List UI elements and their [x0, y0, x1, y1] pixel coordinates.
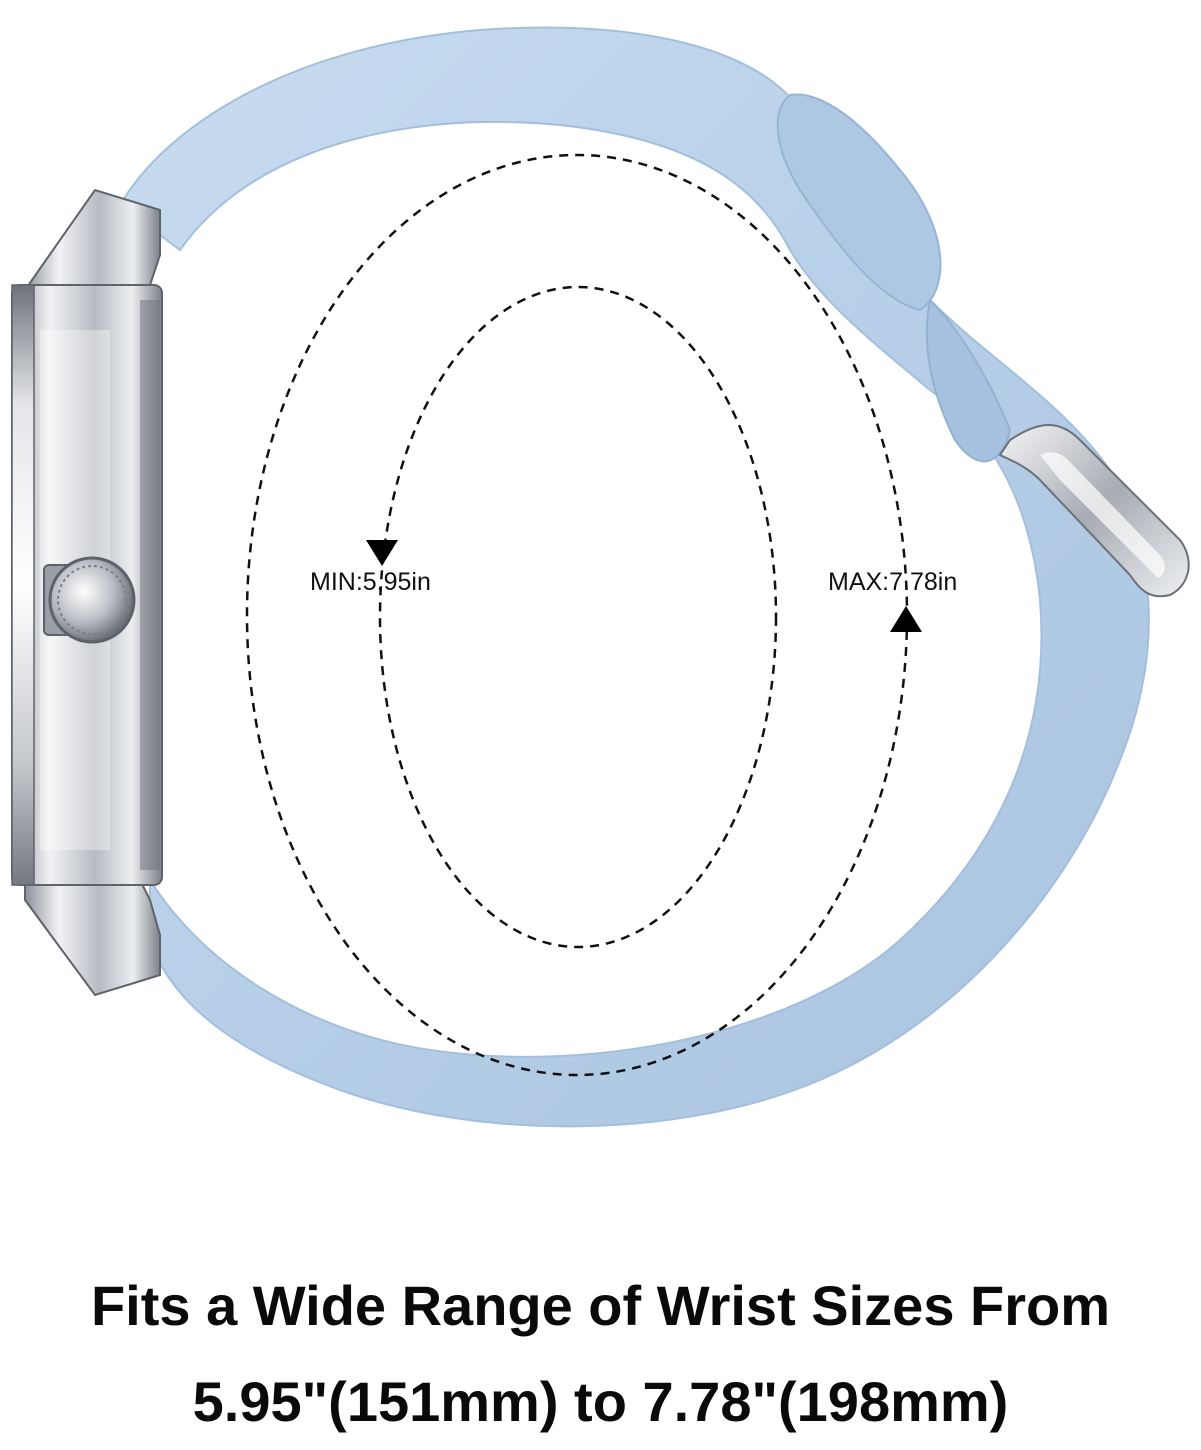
strap	[118, 26, 1150, 1128]
caption: Fits a Wide Range of Wrist Sizes From 5.…	[0, 1258, 1201, 1450]
max-size-label: MAX:7.78in	[828, 568, 957, 596]
crown-icon	[43, 556, 136, 644]
product-illustration: MIN:5.95in MAX:7.78in	[11, 26, 1190, 1128]
arrow-up-icon	[890, 606, 922, 632]
arrow-down-icon	[366, 540, 398, 566]
max-size-ellipse	[245, 153, 909, 1077]
strap-keeper	[776, 93, 942, 312]
caption-line-2: 5.95"(151mm) to 7.78"(198mm)	[192, 1370, 1009, 1433]
caption-line-1: Fits a Wide Range of Wrist Sizes From	[90, 1274, 1111, 1337]
min-size-ellipse	[378, 285, 778, 949]
min-size-label: MIN:5.95in	[310, 568, 431, 596]
buckle-icon	[998, 424, 1190, 598]
